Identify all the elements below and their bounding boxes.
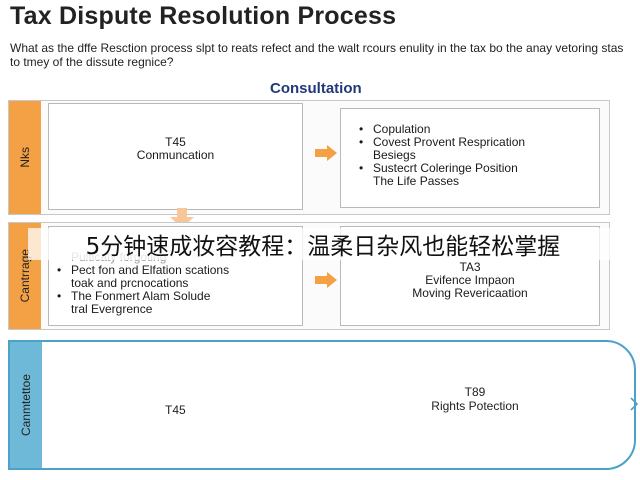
row-2-right-line: Evifence Impaon [425,273,515,287]
row-3-tab: Canmtettoe [10,342,42,468]
row-1-right-box: Copulation Covest Provent Resprication B… [340,108,600,208]
overlay-caption: 5分钟速成妆容教程：温柔日杂风也能轻松掌握 [28,228,618,260]
list-item: The Life Passes [373,174,460,188]
list-item: Besiegs [373,148,416,162]
list-item: Copulation [359,123,591,137]
question-text: What as the dffe Resction process slpt t… [10,41,624,69]
page-title: Tax Dispute Resolution Process [10,2,397,30]
row-3-left-text: T45 [165,403,186,417]
arrow-right-icon [315,145,337,161]
list-item: The Fonmert Alam Solude [57,290,294,304]
chevron-right-icon[interactable] [630,397,638,411]
row-1-left-line: Conmuncation [136,148,215,162]
row-1-tab: Nks [9,101,41,214]
list-item: Pect fon and Elfation scations [57,264,294,278]
arrow-right-icon [315,272,337,288]
list-item: Covest Provent Resprication [359,136,591,150]
section-heading: Consultation [270,80,362,97]
arrow-down-icon [170,208,194,228]
row-1-left-line: T45 [165,135,186,149]
row-1-left-box: T45 Conmuncation [48,103,303,210]
row-2-right-line: Moving Revericaation [412,286,528,300]
row-3-right-text: T89 Rights Potection [431,385,519,413]
list-item: Sustecrt Coleringe Position [359,162,591,176]
list-item: toak and prcnocations [71,276,189,290]
list-item: tral Evergrence [71,302,153,316]
row-2-right-line: TA3 [459,260,481,274]
